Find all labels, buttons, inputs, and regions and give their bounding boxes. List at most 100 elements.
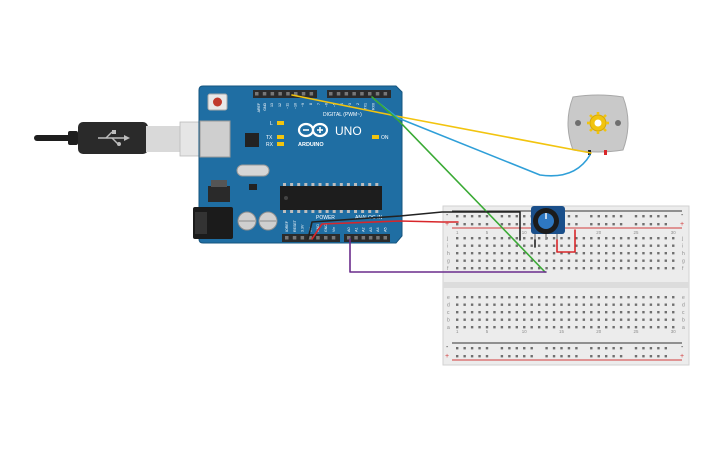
rail-hole[interactable] xyxy=(597,215,600,218)
terminal-hole[interactable] xyxy=(649,326,653,329)
rail-hole[interactable] xyxy=(508,215,511,218)
terminal-hole[interactable] xyxy=(575,244,578,247)
rail-hole[interactable] xyxy=(619,223,623,226)
header-pin-hole[interactable] xyxy=(368,92,372,96)
rail-hole[interactable] xyxy=(463,355,466,358)
rail-hole[interactable] xyxy=(590,223,593,226)
terminal-hole[interactable] xyxy=(515,296,518,299)
header-pin-hole[interactable] xyxy=(262,92,267,96)
terminal-hole[interactable] xyxy=(649,267,653,270)
terminal-hole[interactable] xyxy=(582,267,586,270)
terminal-hole[interactable] xyxy=(575,326,578,329)
terminal-hole[interactable] xyxy=(605,326,608,329)
terminal-hole[interactable] xyxy=(478,267,481,270)
terminal-hole[interactable] xyxy=(672,259,675,262)
terminal-hole[interactable] xyxy=(590,326,593,329)
terminal-hole[interactable] xyxy=(575,303,578,306)
terminal-hole[interactable] xyxy=(523,267,526,270)
terminal-hole[interactable] xyxy=(463,267,466,270)
wire-blue[interactable] xyxy=(374,99,591,177)
terminal-hole[interactable] xyxy=(664,267,667,270)
terminal-hole[interactable] xyxy=(627,252,630,255)
terminal-hole[interactable] xyxy=(493,296,496,299)
terminal-hole[interactable] xyxy=(649,252,653,255)
power-pin-hole[interactable] xyxy=(285,236,289,240)
rail-hole[interactable] xyxy=(605,355,608,358)
terminal-hole[interactable] xyxy=(627,311,630,314)
terminal-hole[interactable] xyxy=(456,318,459,321)
terminal-hole[interactable] xyxy=(627,296,630,299)
terminal-hole[interactable] xyxy=(560,267,563,270)
terminal-hole[interactable] xyxy=(478,326,481,329)
terminal-hole[interactable] xyxy=(642,267,645,270)
rail-hole[interactable] xyxy=(545,347,548,350)
terminal-hole[interactable] xyxy=(612,259,615,262)
power-pin-holes[interactable] xyxy=(285,236,336,240)
power-pin-hole[interactable] xyxy=(324,236,328,240)
terminal-hole[interactable] xyxy=(530,252,533,255)
rail-hole[interactable] xyxy=(463,223,466,226)
terminal-hole[interactable] xyxy=(627,237,630,240)
terminal-hole[interactable] xyxy=(500,267,504,270)
terminal-hole[interactable] xyxy=(545,311,548,314)
terminal-hole[interactable] xyxy=(664,326,667,329)
terminal-hole[interactable] xyxy=(545,259,548,262)
terminal-hole[interactable] xyxy=(649,244,653,247)
rail-hole[interactable] xyxy=(575,347,578,350)
terminal-hole[interactable] xyxy=(485,326,489,329)
terminal-hole[interactable] xyxy=(478,244,481,247)
terminal-hole[interactable] xyxy=(590,303,593,306)
terminal-hole[interactable] xyxy=(627,259,630,262)
terminal-hole[interactable] xyxy=(612,267,615,270)
terminal-hole[interactable] xyxy=(582,303,586,306)
rail-hole[interactable] xyxy=(508,355,511,358)
rail-hole[interactable] xyxy=(642,223,645,226)
terminal-hole[interactable] xyxy=(470,311,474,314)
terminal-hole[interactable] xyxy=(456,252,459,255)
terminal-hole[interactable] xyxy=(523,326,526,329)
terminal-hole[interactable] xyxy=(657,244,660,247)
terminal-hole[interactable] xyxy=(493,318,496,321)
rail-hole[interactable] xyxy=(560,355,563,358)
terminal-hole[interactable] xyxy=(590,237,593,240)
rail-hole[interactable] xyxy=(515,223,518,226)
terminal-hole[interactable] xyxy=(500,303,504,306)
rail-hole[interactable] xyxy=(619,355,623,358)
terminal-hole[interactable] xyxy=(485,318,489,321)
rail-hole[interactable] xyxy=(649,347,653,350)
terminal-hole[interactable] xyxy=(619,237,623,240)
terminal-hole[interactable] xyxy=(590,252,593,255)
rail-hole[interactable] xyxy=(642,347,645,350)
rail-hole[interactable] xyxy=(508,223,511,226)
terminal-hole[interactable] xyxy=(463,326,466,329)
terminal-hole[interactable] xyxy=(470,267,474,270)
terminal-hole[interactable] xyxy=(567,252,571,255)
terminal-hole[interactable] xyxy=(597,252,600,255)
terminal-hole[interactable] xyxy=(493,267,496,270)
rail-hole[interactable] xyxy=(597,347,600,350)
rail-hole[interactable] xyxy=(567,215,571,218)
terminal-hole[interactable] xyxy=(597,318,600,321)
power-pin-hole[interactable] xyxy=(331,236,336,240)
terminal-hole[interactable] xyxy=(605,311,608,314)
terminal-hole[interactable] xyxy=(642,244,645,247)
header-pin-hole[interactable] xyxy=(375,92,380,96)
terminal-hole[interactable] xyxy=(478,303,481,306)
terminal-hole[interactable] xyxy=(649,296,653,299)
terminal-hole[interactable] xyxy=(642,303,645,306)
rail-hole[interactable] xyxy=(649,215,653,218)
wire-red-5v[interactable] xyxy=(311,220,459,240)
terminal-hole[interactable] xyxy=(508,267,511,270)
terminal-hole[interactable] xyxy=(456,267,459,270)
terminal-hole[interactable] xyxy=(552,303,556,306)
rail-hole[interactable] xyxy=(664,347,667,350)
rail-hole[interactable] xyxy=(664,355,667,358)
rail-hole[interactable] xyxy=(530,355,533,358)
terminal-hole[interactable] xyxy=(664,318,667,321)
wire-red-pot[interactable] xyxy=(556,229,576,253)
terminal-hole[interactable] xyxy=(515,259,518,262)
terminal-hole[interactable] xyxy=(485,303,489,306)
rail-hole[interactable] xyxy=(485,347,489,350)
rail-hole[interactable] xyxy=(456,223,459,226)
terminal-hole[interactable] xyxy=(485,259,489,262)
